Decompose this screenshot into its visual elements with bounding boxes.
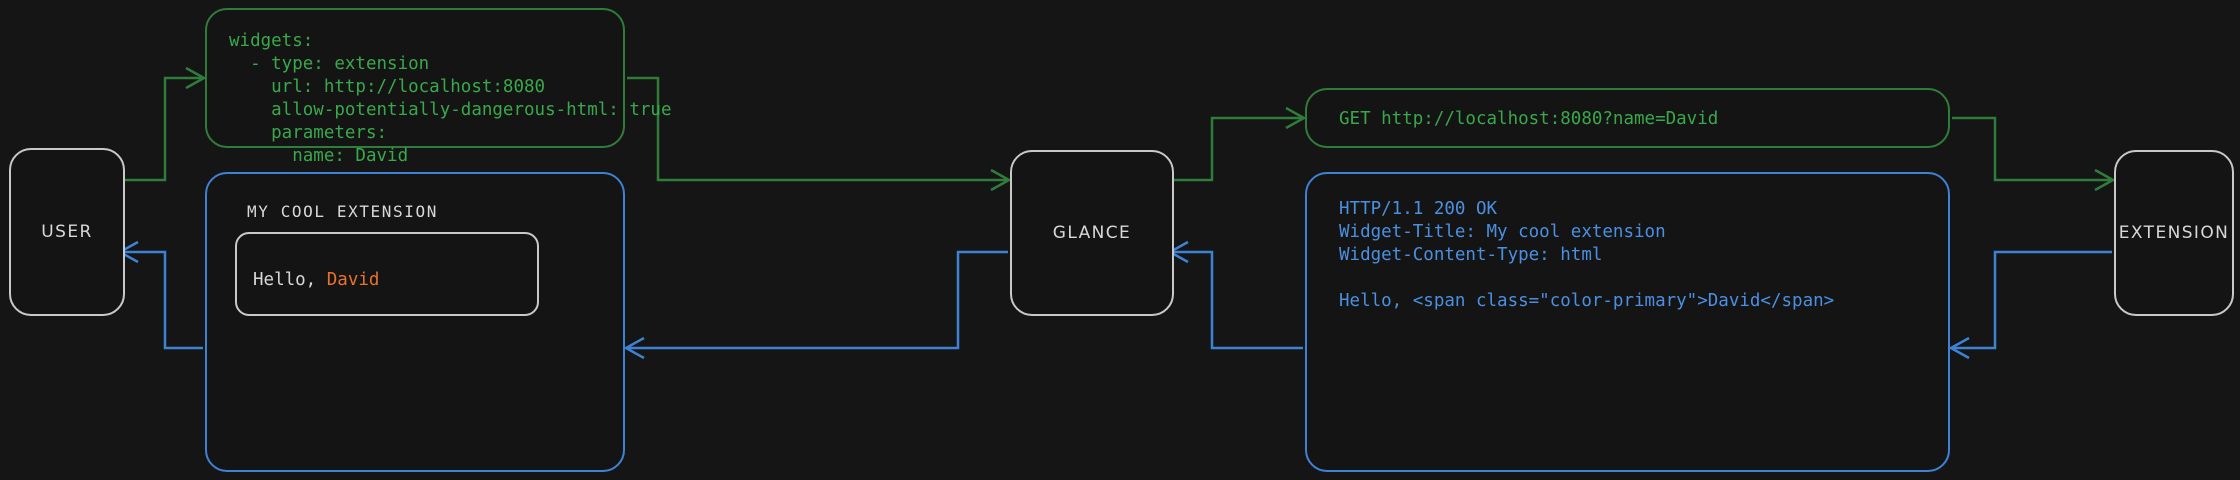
yaml-config-box: widgets: - type: extension url: http://l… xyxy=(205,8,672,166)
edge-yaml-to-glance xyxy=(627,76,1012,192)
get-request-box: GET http://localhost:8080?name=David xyxy=(1305,88,1950,148)
greeting-name-accent: David xyxy=(326,270,380,290)
edge-widget-to-user xyxy=(117,240,203,350)
node-user[interactable]: USER xyxy=(9,148,125,316)
edge-get-to-extension xyxy=(1952,116,2116,192)
edge-user-to-yaml xyxy=(121,66,207,182)
node-glance[interactable]: GLANCE xyxy=(1010,150,1174,316)
get-request-text: GET http://localhost:8080?name=David xyxy=(1339,109,1719,129)
rendered-widget-card-text: Hello, David xyxy=(253,270,379,290)
node-extension-label: EXTENSION xyxy=(2118,223,2230,243)
http-response-box: HTTP/1.1 200 OK Widget-Title: My cool ex… xyxy=(1305,172,1950,472)
rendered-widget-title: MY COOL EXTENSION xyxy=(247,202,438,221)
edge-glance-to-get xyxy=(1171,106,1307,182)
edge-extension-to-response xyxy=(1948,250,2112,360)
node-user-label: USER xyxy=(41,222,93,242)
edge-glance-to-widget xyxy=(623,250,1008,360)
node-extension[interactable]: EXTENSION xyxy=(2114,150,2234,316)
http-response-text: HTTP/1.1 200 OK Widget-Title: My cool ex… xyxy=(1339,199,1835,311)
rendered-widget-box: MY COOL EXTENSION Hello, David xyxy=(205,172,625,472)
node-glance-label: GLANCE xyxy=(1052,223,1132,243)
yaml-config-text: widgets: - type: extension url: http://l… xyxy=(229,31,672,166)
rendered-widget-card: Hello, David xyxy=(235,232,539,316)
greeting-prefix: Hello, xyxy=(253,270,327,290)
edge-response-to-glance xyxy=(1167,240,1303,350)
